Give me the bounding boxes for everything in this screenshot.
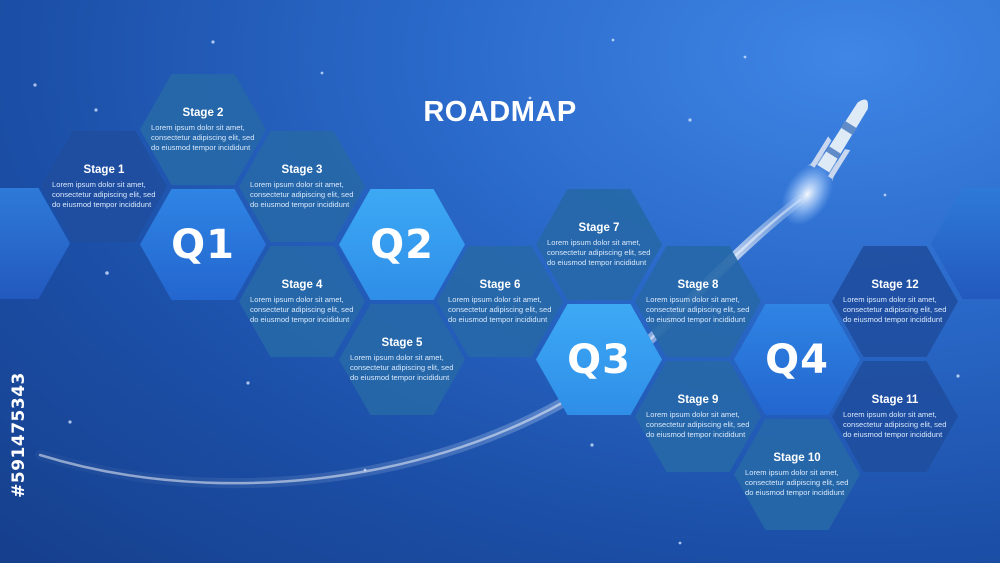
stage-title: Stage 4 (281, 278, 323, 291)
stage-hex-9: Stage 9 Lorem ipsum dolor sit amet, conse… (635, 361, 761, 472)
side-identifier: #591475343 (6, 320, 32, 550)
stage-description: Lorem ipsum dolor sit amet, consectetur … (250, 179, 354, 209)
quarter-hex-q1: Q1 (140, 189, 266, 300)
stage-hex-2: Stage 2 Lorem ipsum dolor sit amet, conse… (140, 74, 266, 185)
stage-description: Lorem ipsum dolor sit amet, consectetur … (250, 294, 354, 324)
stage-hex-5: Stage 5 Lorem ipsum dolor sit amet, conse… (339, 304, 465, 415)
quarter-hex-q4: Q4 (734, 304, 860, 415)
stage-description: Lorem ipsum dolor sit amet, consectetur … (350, 352, 454, 382)
stage-hex-8: Stage 8 Lorem ipsum dolor sit amet, conse… (635, 246, 761, 357)
stage-hex-6: Stage 6 Lorem ipsum dolor sit amet, conse… (437, 246, 563, 357)
stage-description: Lorem ipsum dolor sit amet, consectetur … (646, 294, 750, 324)
stage-hex-4: Stage 4 Lorem ipsum dolor sit amet, conse… (239, 246, 365, 357)
stage-hex-3: Stage 3 Lorem ipsum dolor sit amet, conse… (239, 131, 365, 242)
stage-description: Lorem ipsum dolor sit amet, consectetur … (646, 409, 750, 439)
stage-description: Lorem ipsum dolor sit amet, consectetur … (448, 294, 552, 324)
stage-description: Lorem ipsum dolor sit amet, consectetur … (547, 237, 651, 267)
stage-title: Stage 2 (182, 106, 224, 119)
stage-title: Stage 6 (479, 278, 521, 291)
quarter-label: Q3 (567, 336, 631, 383)
quarter-hex-q2: Q2 (339, 189, 465, 300)
stage-description: Lorem ipsum dolor sit amet, consectetur … (151, 122, 255, 152)
quarter-label: Q4 (765, 336, 829, 383)
stage-title: Stage 3 (281, 163, 323, 176)
stage-title: Stage 12 (871, 278, 919, 291)
quarter-label: Q1 (171, 221, 235, 268)
star-icon (33, 38, 960, 545)
stage-hex-11: Stage 11 Lorem ipsum dolor sit amet, cons… (832, 361, 958, 472)
stage-description: Lorem ipsum dolor sit amet, consectetur … (52, 179, 156, 209)
stage-hex-1: Stage 1 Lorem ipsum dolor sit amet, conse… (41, 131, 167, 242)
page-title: ROADMAP (423, 96, 577, 128)
stage-title: Stage 7 (578, 221, 620, 234)
stage-title: Stage 5 (381, 336, 423, 349)
rocket-icon (781, 99, 868, 226)
stage-hex-12: Stage 12 Lorem ipsum dolor sit amet, cons… (832, 246, 958, 357)
stage-title: Stage 8 (677, 278, 719, 291)
stage-title: Stage 1 (83, 163, 125, 176)
stage-description: Lorem ipsum dolor sit amet, consectetur … (843, 409, 947, 439)
stage-title: Stage 9 (677, 393, 719, 406)
stage-description: Lorem ipsum dolor sit amet, consectetur … (745, 467, 849, 497)
stage-title: Stage 10 (773, 451, 821, 464)
stage-hex-10: Stage 10 Lorem ipsum dolor sit amet, cons… (734, 419, 860, 530)
stage-hex-7: Stage 7 Lorem ipsum dolor sit amet, conse… (536, 189, 662, 300)
quarter-hex-q3: Q3 (536, 304, 662, 415)
stage-title: Stage 11 (871, 393, 919, 406)
stage-description: Lorem ipsum dolor sit amet, consectetur … (843, 294, 947, 324)
side-identifier-text: #591475343 (9, 372, 29, 498)
quarter-label: Q2 (370, 221, 434, 268)
